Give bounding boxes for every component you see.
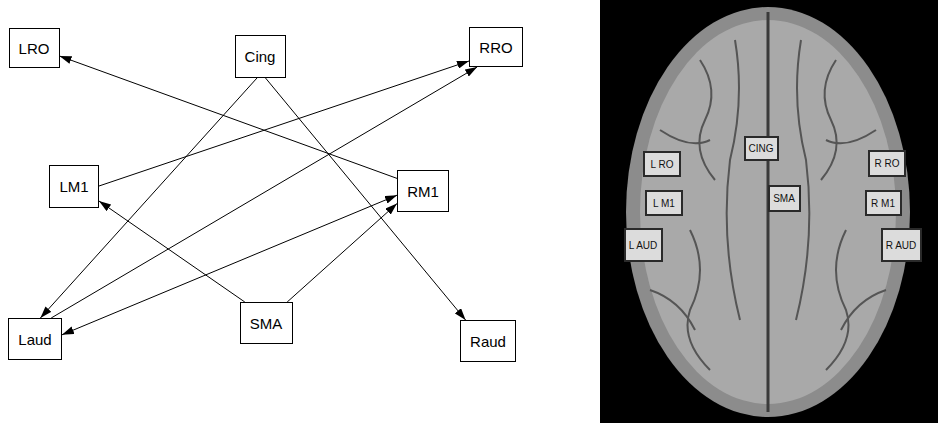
- node-label: SMA: [250, 315, 283, 332]
- roi-box: CING: [744, 136, 779, 161]
- region-box: Laud: [8, 318, 62, 360]
- image-background: [600, 0, 938, 423]
- brain-outline: [626, 7, 910, 417]
- roi-box: L M1: [645, 190, 683, 216]
- region-box: RRO: [469, 27, 523, 67]
- midline: [767, 12, 770, 412]
- node-label: SMA: [773, 193, 795, 204]
- node-label: Raud: [470, 333, 506, 350]
- region-box: LM1: [49, 165, 99, 208]
- roi-box: R M1: [865, 190, 902, 216]
- connector-arrow: [99, 61, 469, 186]
- connector-arrow: [265, 78, 466, 321]
- node-label: L RO: [651, 159, 674, 170]
- node-label: CING: [749, 143, 774, 154]
- connector-arrow: [99, 201, 245, 302]
- roi-box: L RO: [643, 151, 681, 177]
- roi-box: R RO: [868, 150, 906, 177]
- node-label: LM1: [59, 178, 88, 195]
- node-label: Laud: [18, 331, 51, 348]
- roi-box: SMA: [768, 185, 801, 212]
- region-box: RM1: [397, 170, 449, 212]
- sulci: [650, 40, 886, 370]
- region-box: Raud: [460, 320, 516, 362]
- node-label: RRO: [479, 39, 512, 56]
- region-box: LRO: [9, 28, 60, 68]
- region-box: SMA: [240, 302, 293, 344]
- node-label: LRO: [19, 40, 50, 57]
- node-label: Cing: [245, 48, 276, 65]
- roi-box: R AUD: [881, 228, 922, 262]
- connector-arrow: [60, 56, 398, 178]
- node-label: RM1: [407, 183, 439, 200]
- node-label: L AUD: [629, 240, 658, 251]
- connector-arrow: [40, 78, 257, 319]
- node-label: R AUD: [886, 240, 917, 251]
- connector-arrow: [51, 67, 477, 318]
- node-label: R M1: [871, 198, 895, 209]
- roi-box: L AUD: [624, 228, 663, 262]
- node-label: R RO: [875, 158, 900, 169]
- region-box: Cing: [235, 35, 286, 78]
- connector-arrow: [62, 195, 397, 335]
- node-label: L M1: [653, 198, 675, 209]
